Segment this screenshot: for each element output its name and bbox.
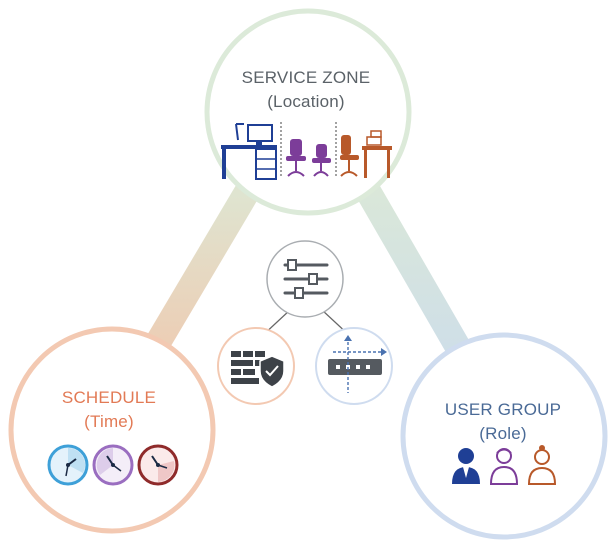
network-switch-icon	[315, 327, 393, 405]
service-zone-title: SERVICE ZONE	[241, 68, 371, 87]
user-suit-icon	[452, 448, 480, 484]
sliders-icon	[266, 240, 344, 318]
clock-icon	[47, 444, 89, 486]
user-icon	[489, 448, 519, 485]
clock-icon	[137, 444, 179, 486]
schedule-subtitle: (Time)	[84, 412, 134, 431]
desk-chair-icon	[340, 130, 392, 178]
user-group-title: USER GROUP	[444, 400, 562, 419]
user-group-subtitle: (Role)	[479, 424, 527, 443]
service-zone-circle	[204, 8, 412, 216]
firewall-shield-icon	[217, 327, 295, 405]
user-female-icon	[527, 445, 557, 485]
chair-icon	[312, 144, 331, 177]
clock-icon	[92, 444, 134, 486]
service-zone-subtitle: (Location)	[267, 92, 345, 111]
user-group-circle	[400, 332, 608, 540]
desk-computer-icon	[221, 123, 277, 180]
chair-icon	[286, 139, 306, 177]
schedule-title: SCHEDULE	[61, 388, 157, 407]
